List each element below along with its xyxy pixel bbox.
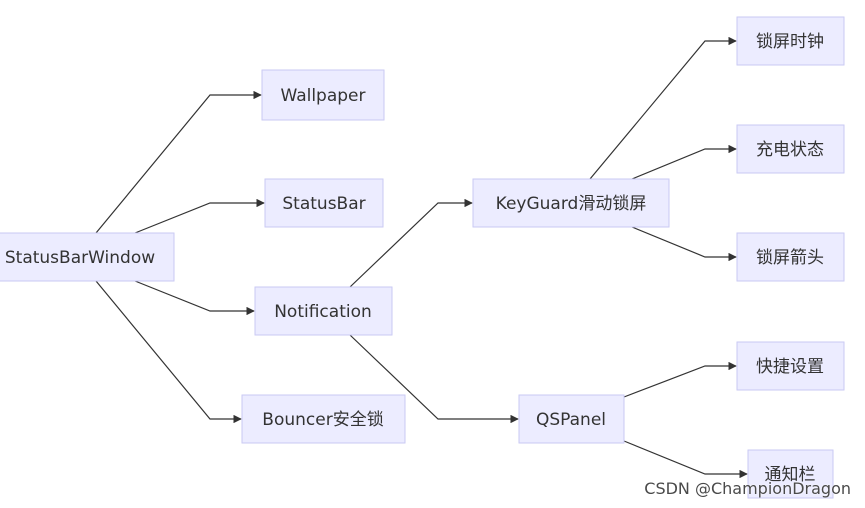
node-lock-clock: 锁屏时钟 [736,16,845,66]
edge-notification-keyguard [349,198,473,288]
edge-root-notification [134,280,255,316]
node-statusbar: StatusBar [264,178,384,228]
node-statusbar-label: StatusBar [282,194,365,214]
node-keyguard-label: KeyGuard滑动锁屏 [496,194,647,214]
node-root-label: StatusBarWindow [5,248,155,268]
node-bouncer-label: Bouncer安全锁 [262,410,383,430]
node-bouncer: Bouncer安全锁 [241,394,406,444]
node-notification: Notification [254,286,393,336]
edge-qspanel-notificationbar [623,440,748,479]
edge-root-statusbar [134,198,265,234]
node-notification-bar: 通知栏 [747,449,834,499]
node-lock-clock-label: 锁屏时钟 [756,32,824,52]
node-notification-bar-label: 通知栏 [765,465,816,485]
node-lock-arrow: 锁屏箭头 [736,232,845,282]
node-root: StatusBarWindow [0,232,175,282]
edge-root-wallpaper [95,90,262,234]
watermark: CSDN @ChampionDragon [644,479,851,498]
node-charge-state-label: 充电状态 [756,140,824,160]
node-wallpaper: Wallpaper [261,69,385,121]
edge-keyguard-charge [631,144,737,180]
edges [95,36,748,479]
node-qspanel-label: QSPanel [536,410,606,430]
edge-qspanel-quicksettings [623,361,737,398]
node-lock-arrow-label: 锁屏箭头 [756,248,824,268]
edge-keyguard-arrow [631,226,737,262]
node-wallpaper-label: Wallpaper [280,86,365,106]
edge-notification-qspanel [349,334,519,424]
edge-keyguard-lockclock [589,36,737,180]
node-quick-settings-label: 快捷设置 [756,357,824,377]
node-qspanel: QSPanel [518,394,625,444]
node-quick-settings: 快捷设置 [736,341,845,391]
node-notification-label: Notification [274,302,372,322]
edge-root-bouncer [95,280,242,424]
node-charge-state: 充电状态 [736,124,845,174]
node-keyguard: KeyGuard滑动锁屏 [472,178,670,228]
